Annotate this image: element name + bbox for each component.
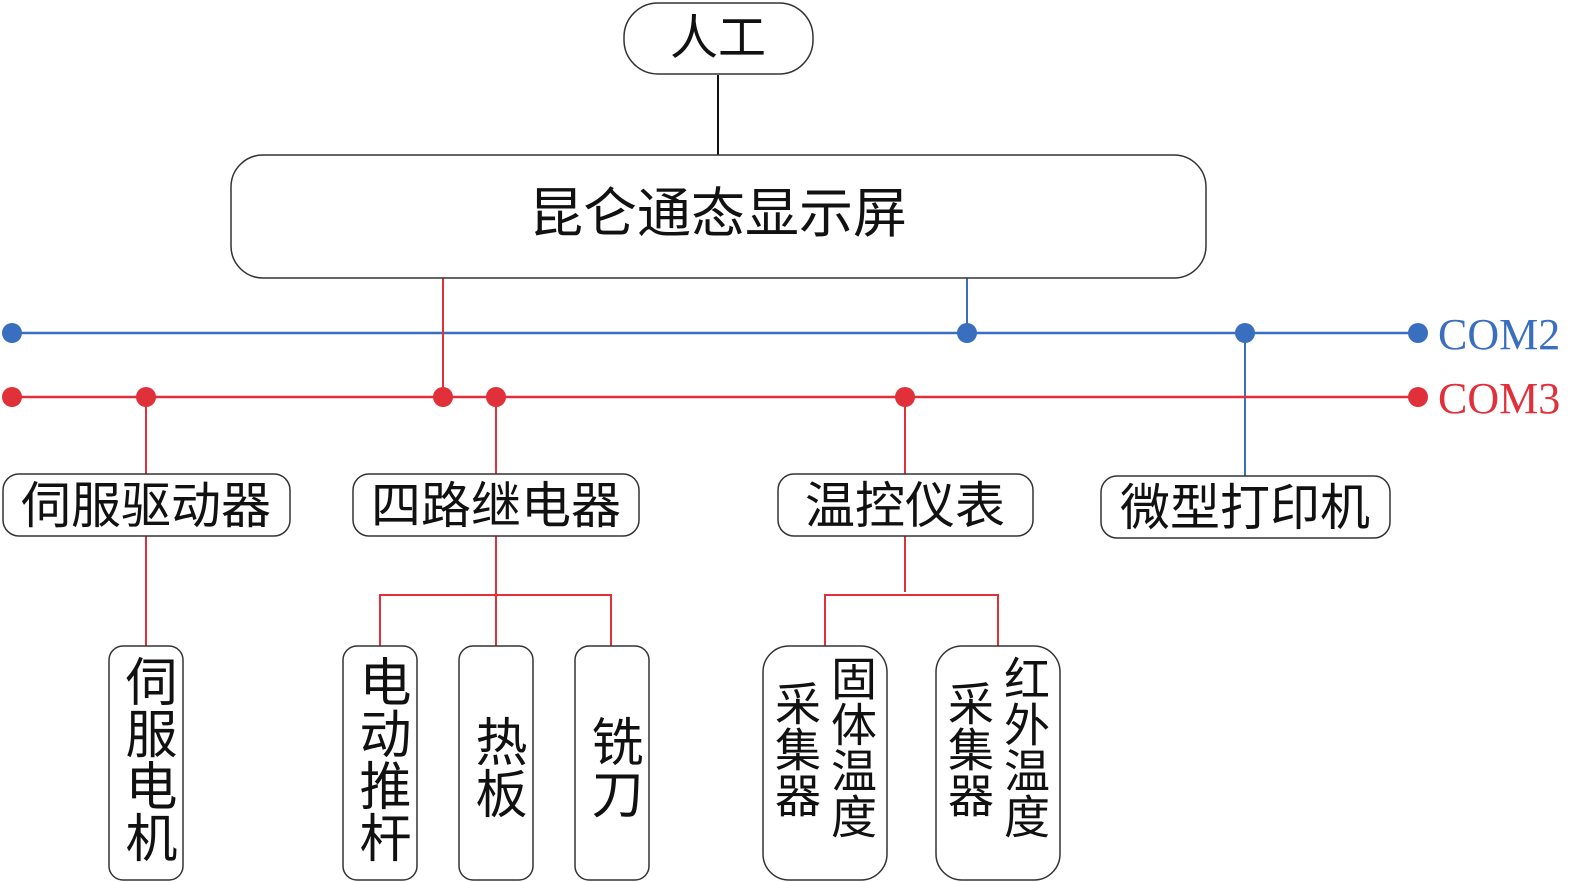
node-milling-cutter-label: 铣刀 xyxy=(582,715,642,819)
node-solid-temp-collector-label-col1: 固体温度 xyxy=(824,655,878,839)
com3-dot-relay xyxy=(486,387,506,407)
node-hot-plate: 热板 xyxy=(458,645,534,881)
com3-dot-display xyxy=(433,387,453,407)
node-servo-motor: 伺服电机 xyxy=(108,645,184,881)
node-ir-temp-collector-label-col1: 红外温度 xyxy=(997,655,1051,839)
connectors xyxy=(12,75,1418,646)
com2-dot-printer xyxy=(1235,323,1255,343)
node-relay: 四路继电器 xyxy=(352,473,640,537)
com2-label: COM2 xyxy=(1438,310,1560,359)
node-servo-motor-label: 伺服电机 xyxy=(116,655,177,863)
com3-dot-temp xyxy=(895,387,915,407)
node-ir-temp-collector-label-col2: 采集器 xyxy=(941,680,995,818)
com3-label: COM3 xyxy=(1438,374,1560,423)
node-milling-cutter: 铣刀 xyxy=(574,645,650,881)
node-solid-temp-collector: 固体温度 采集器 xyxy=(762,645,888,881)
node-temp-controller-label: 温控仪表 xyxy=(805,477,1005,535)
node-manual-label: 人工 xyxy=(670,10,766,66)
node-servo-driver-label: 伺服驱动器 xyxy=(21,477,271,535)
node-temp-controller: 温控仪表 xyxy=(777,473,1034,537)
com2-dot-right xyxy=(1408,323,1428,343)
link-relay-branches xyxy=(379,594,612,646)
com2-dot-left xyxy=(2,323,22,343)
node-manual: 人工 xyxy=(623,2,814,75)
node-ir-temp-collector: 红外温度 采集器 xyxy=(935,645,1061,881)
com3-dot-left xyxy=(2,387,22,407)
node-printer-label: 微型打印机 xyxy=(1120,479,1370,537)
node-printer: 微型打印机 xyxy=(1100,475,1391,539)
node-solid-temp-collector-label-col2: 采集器 xyxy=(768,680,822,818)
node-display-label: 昆仑通态显示屏 xyxy=(529,182,907,245)
junction-dots xyxy=(2,323,1428,407)
com3-dot-right xyxy=(1408,387,1428,407)
com2-dot-display xyxy=(957,323,977,343)
node-actuator-label: 电动推杆 xyxy=(350,655,410,863)
node-servo-driver: 伺服驱动器 xyxy=(2,473,291,537)
node-display: 昆仑通态显示屏 xyxy=(230,154,1207,279)
com3-dot-servo xyxy=(136,387,156,407)
node-hot-plate-label: 热板 xyxy=(466,715,526,819)
link-temp-branches xyxy=(824,594,999,646)
node-actuator: 电动推杆 xyxy=(342,645,418,881)
node-relay-label: 四路继电器 xyxy=(371,477,621,535)
